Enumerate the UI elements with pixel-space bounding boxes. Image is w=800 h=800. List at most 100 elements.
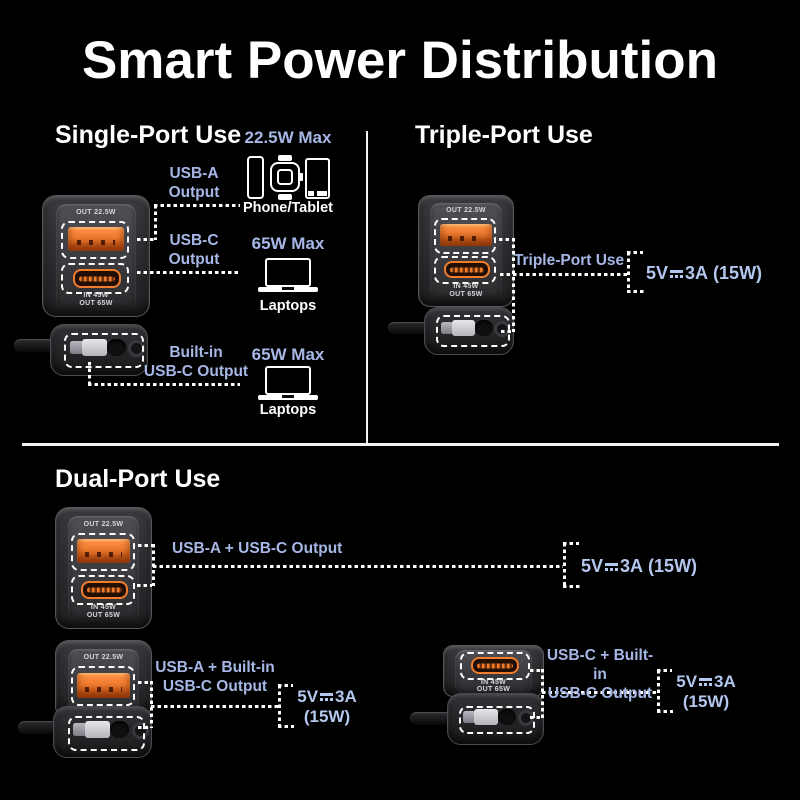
dual-port-heading: Dual-Port Use (55, 465, 221, 493)
output-bracket (563, 585, 580, 588)
single-port-heading: Single-Port Use (55, 121, 242, 149)
usb-a-out-label: OUT 22.5W (76, 209, 116, 216)
usb-c-connector-tip (70, 341, 83, 354)
dashed-connector (530, 716, 541, 719)
usb-a-port-outline (71, 533, 135, 571)
output-bracket (563, 542, 579, 545)
dashed-connector (137, 584, 152, 587)
built-in-usb-c-outline (436, 315, 510, 347)
phone-icon (247, 156, 264, 199)
dashed-connector (530, 669, 543, 672)
laptops-label: Laptops (259, 402, 317, 418)
built-in-cable (388, 322, 428, 334)
built-in-usb-c-outline (459, 706, 535, 734)
laptop-icon (258, 258, 318, 295)
usb-c-connector-tip (73, 723, 86, 736)
usb-c-out-label: OUT 65W (86, 612, 121, 619)
triple-port-heading: Triple-Port Use (415, 121, 593, 149)
usb-a-port-outline (71, 666, 135, 706)
usb-c-port (471, 657, 519, 674)
cable-slot (475, 320, 493, 336)
laptops-label: Laptops (259, 298, 317, 314)
cable-slot (498, 709, 516, 725)
cable-module-single (50, 324, 148, 376)
cable-module-dual-left (53, 706, 152, 758)
laptop-icon (258, 366, 318, 403)
charger-single: OUT 22.5W IN 45W OUT 65W (42, 195, 150, 317)
dashed-connector (150, 681, 153, 728)
usb-c-max-label: 65W Max (251, 234, 325, 253)
dashed-connector (500, 273, 627, 276)
usb-c-port-outline (434, 256, 496, 284)
charger-face: OUT 22.5W IN 45W OUT 65W (68, 516, 139, 620)
usb-c-in-label: IN 45W (453, 283, 479, 290)
charger-face: OUT 22.5W IN 45W OUT 65W (56, 204, 136, 308)
tablet-icon (305, 158, 330, 199)
usb-c-port-outline (71, 575, 135, 605)
built-in-usb-c-outline (64, 333, 144, 368)
usb-a-port (77, 539, 130, 563)
usb-a-out-label: OUT 22.5W (83, 521, 124, 528)
dc-symbol-icon (605, 561, 619, 572)
output-bracket (627, 290, 644, 293)
dashed-connector (137, 271, 240, 274)
vertical-divider (366, 131, 368, 444)
usb-a-builtin-combo-label: USB-A + Built-in USB-C Output (155, 659, 275, 695)
cable-slot (107, 339, 126, 356)
charger-face: IN 45W OUT 65W (455, 650, 532, 694)
usb-c-in-label: IN 45W (90, 604, 117, 611)
usb-c-connector-body (452, 320, 475, 336)
usb-a-port (77, 673, 130, 698)
usb-c-builtin-combo-label: USB-C + Built-in USB-C Output (546, 647, 654, 702)
usb-c-connector-body (85, 721, 110, 738)
usb-a-port (440, 224, 492, 246)
usb-a-port-outline (61, 221, 129, 259)
usb-c-in-label: IN 45W (83, 292, 109, 299)
usb-a-out-label: OUT 22.5W (83, 654, 124, 661)
output-bracket (657, 710, 673, 713)
dashed-connector (512, 238, 515, 332)
dashed-connector (138, 681, 152, 684)
usb-a-usb-c-combo-label: USB-A + USB-C Output (172, 540, 343, 557)
watch-icon (268, 155, 303, 200)
output-bracket (627, 252, 630, 293)
charger-dual-c-builtin: IN 45W OUT 65W (443, 645, 544, 697)
charger-dual-ac: OUT 22.5W IN 45W OUT 65W (55, 507, 152, 629)
usb-c-out-label: OUT 65W (476, 686, 511, 693)
usb-a-out-label: OUT 22.5W (446, 207, 486, 214)
usb-c-connector-body (474, 709, 498, 725)
usb-a-port-outline (434, 218, 496, 254)
usb-c-output-label: USB-C Output (168, 232, 220, 268)
dashed-connector (88, 362, 91, 384)
built-in-max-label: 65W Max (251, 345, 325, 364)
usb-c-out-label: OUT 65W (449, 291, 483, 298)
output-bracket (278, 725, 294, 728)
charger-face: OUT 22.5W (68, 649, 139, 711)
page-title: Smart Power Distribution (81, 31, 719, 90)
output-bracket (563, 543, 566, 588)
output-bracket (657, 669, 672, 672)
horizontal-divider (22, 443, 779, 446)
usb-c-out-label: OUT 65W (79, 300, 113, 307)
output-bracket (278, 685, 281, 728)
charger-face: OUT 22.5W IN 45W OUT 65W (430, 203, 502, 299)
dashed-connector (154, 204, 240, 207)
output-bracket (627, 251, 643, 254)
charger-triple: OUT 22.5W IN 45W OUT 65W (418, 195, 514, 307)
usb-c-port (444, 261, 490, 278)
cable-slot (110, 721, 129, 738)
usb-c-connector-body (82, 339, 107, 356)
dc-symbol-icon (670, 268, 684, 279)
built-in-output-label: Built-in USB-C Output (143, 344, 249, 380)
usb-c-port (73, 269, 121, 288)
dc-symbol-icon (699, 676, 713, 687)
dashed-connector (88, 383, 240, 386)
cable-module-dual-right (447, 693, 544, 745)
built-in-cable (410, 712, 449, 725)
dashed-connector (501, 330, 513, 333)
